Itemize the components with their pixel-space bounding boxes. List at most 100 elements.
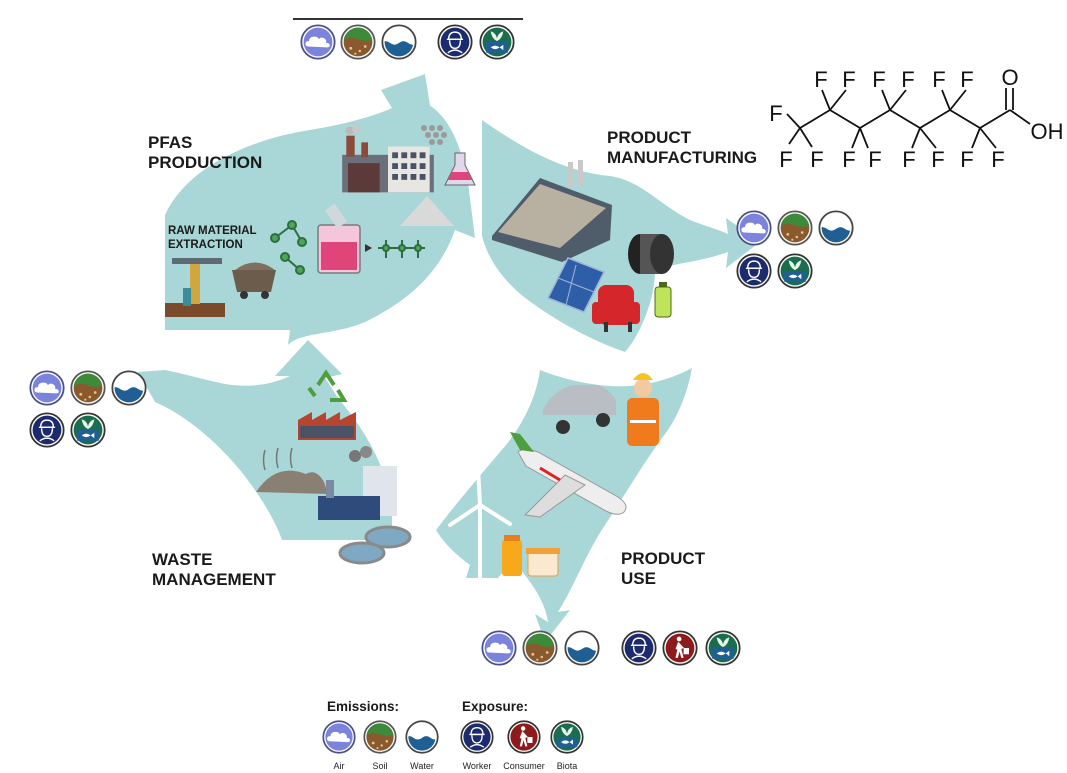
product-use-illustration xyxy=(448,373,659,580)
label-pfas-production: PFAS PRODUCTION xyxy=(148,133,262,173)
atom-f: F xyxy=(932,67,945,92)
atom-f: F xyxy=(810,147,823,172)
beaker-icon xyxy=(317,203,361,274)
atom-f: F xyxy=(960,147,973,172)
atom-f: F xyxy=(769,101,782,126)
legend-consumer-icon xyxy=(507,720,541,754)
legend-water-label: Water xyxy=(410,761,434,771)
atom-f: F xyxy=(842,147,855,172)
air-icon xyxy=(29,370,65,406)
legend-biota-label: Biota xyxy=(557,761,578,771)
biota-icon xyxy=(70,412,106,448)
wind-turbine-icon xyxy=(448,466,512,580)
legend-air-icon xyxy=(322,720,356,754)
solar-panel-icon xyxy=(546,257,606,313)
atom-f: F xyxy=(931,147,944,172)
waste-management-illustration xyxy=(256,369,412,565)
atom-f: F xyxy=(960,67,973,92)
soil-icon xyxy=(777,206,813,246)
worker-icon xyxy=(621,630,657,666)
soil-icon xyxy=(70,366,106,406)
legend-worker-icon xyxy=(460,720,494,754)
sunscreen-icon xyxy=(502,535,560,577)
icons-left xyxy=(29,366,147,448)
label-line: EXTRACTION xyxy=(168,239,243,251)
cable-spool-icon xyxy=(628,234,674,274)
airplane-icon xyxy=(510,432,627,518)
powder-pile-icon xyxy=(400,196,454,226)
atom-f: F xyxy=(779,147,792,172)
label-line: MANUFACTURING xyxy=(607,148,758,167)
group-oh: OH xyxy=(1031,119,1064,144)
oil-pump-icon xyxy=(165,258,225,317)
label-line: PFAS xyxy=(148,133,193,152)
pfas-production-illustration xyxy=(165,125,476,317)
label-line: PRODUCT xyxy=(621,549,706,568)
air-icon xyxy=(300,24,336,60)
water-icon xyxy=(564,630,600,667)
atom-f: F xyxy=(868,147,881,172)
chimney-icon xyxy=(568,162,573,188)
water-treatment-icon xyxy=(338,525,412,565)
biota-icon xyxy=(705,630,741,666)
icons-top xyxy=(300,20,515,61)
label-product-use: PRODUCT USE xyxy=(621,549,705,589)
atom-f: F xyxy=(991,147,1004,172)
legend-worker-label: Worker xyxy=(463,761,492,771)
label-line: MANAGEMENT xyxy=(152,570,276,589)
air-icon xyxy=(736,210,772,246)
biota-icon xyxy=(479,24,515,60)
worker-icon xyxy=(736,253,772,289)
air-icon xyxy=(481,630,517,666)
soil-icon xyxy=(340,20,376,60)
worker-icon xyxy=(437,24,473,60)
legend-exposure-title: Exposure: xyxy=(462,699,529,714)
pfoa-structure: F F F F F F F F F F F F F F F O OH xyxy=(769,65,1063,172)
atom-f: F xyxy=(814,67,827,92)
mine-cart-icon xyxy=(232,262,276,299)
molecule-icon xyxy=(270,220,425,275)
battery-icon xyxy=(654,282,672,318)
atom-f: F xyxy=(902,147,915,172)
worker-figure-icon xyxy=(627,373,659,446)
legend-captions: Air Soil Water Worker Consumer Biota xyxy=(334,761,578,771)
landfill-icon xyxy=(256,447,328,494)
legend-soil-label: Soil xyxy=(372,761,387,771)
pfoa-atoms: F F F F F F F F F F F F F F F O OH xyxy=(769,65,1063,172)
atom-o: O xyxy=(1001,65,1018,90)
recycling-plant-icon xyxy=(298,412,356,440)
icons-right xyxy=(736,206,854,289)
atom-f: F xyxy=(872,67,885,92)
label-line: PRODUCT xyxy=(607,128,692,147)
legend-water-icon xyxy=(405,720,439,755)
label-product-manufacturing: PRODUCT MANUFACTURING xyxy=(607,128,757,168)
legend-air-label: Air xyxy=(334,761,345,771)
atom-f: F xyxy=(901,67,914,92)
incinerator-icon xyxy=(318,446,397,520)
legend-emissions-title: Emissions: xyxy=(327,699,400,714)
water-icon xyxy=(381,24,417,61)
flask-icon xyxy=(444,152,476,186)
recycle-icon xyxy=(307,369,348,402)
legend-consumer-label: Consumer xyxy=(503,761,545,771)
legend-soil-icon xyxy=(363,717,397,754)
armchair-icon xyxy=(592,285,640,332)
chimney-icon xyxy=(578,160,583,186)
factory-roof-icon xyxy=(498,184,606,248)
particle-cluster-icon xyxy=(421,125,447,145)
pfoa-bonds xyxy=(786,88,1031,149)
car-icon xyxy=(543,385,616,434)
legend-icons xyxy=(322,717,584,755)
label-line: PRODUCTION xyxy=(148,153,263,172)
worker-icon xyxy=(29,412,65,448)
consumer-icon xyxy=(662,630,698,666)
label-waste-management: WASTE MANAGEMENT xyxy=(152,550,276,590)
label-raw-material-extraction: RAW MATERIAL EXTRACTION xyxy=(168,224,257,252)
label-line: RAW MATERIAL xyxy=(168,225,257,237)
label-line: WASTE xyxy=(152,550,213,569)
biota-icon xyxy=(777,253,813,289)
legend-biota-icon xyxy=(550,720,584,754)
water-icon xyxy=(818,210,854,247)
icons-bottom xyxy=(481,626,741,667)
